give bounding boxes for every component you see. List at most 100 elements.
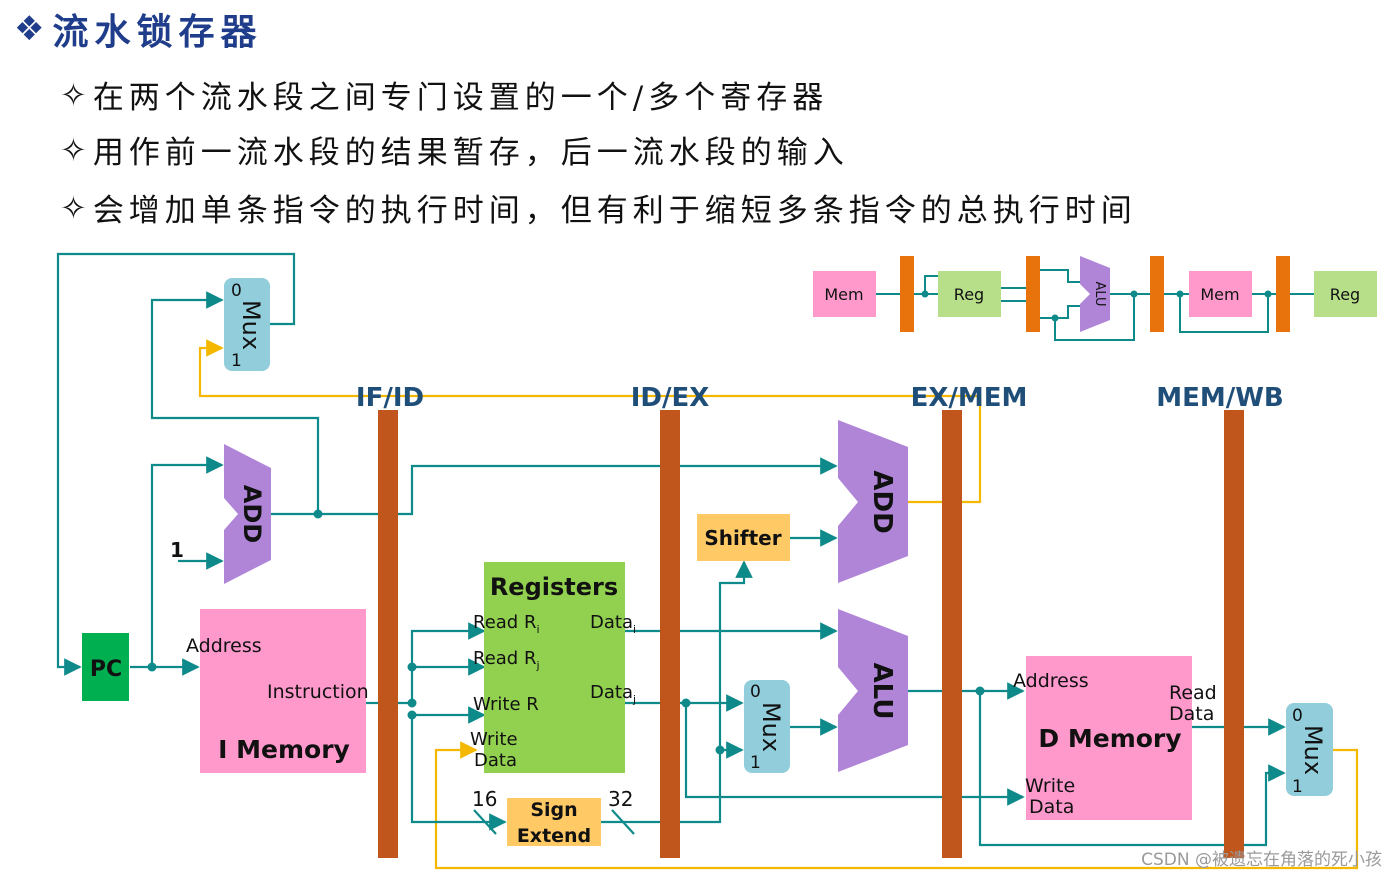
branch-adder — [838, 420, 908, 583]
bus-width-marks — [473, 809, 635, 835]
branch-adder-label: ADD — [867, 470, 897, 533]
stage-label-if-id: IF/ID — [356, 383, 424, 413]
wb-mux-zero: 0 — [1292, 706, 1303, 726]
sparkle-icon: ✧ — [60, 188, 87, 227]
registers-read-rj: Read Rj — [473, 648, 540, 672]
dmem-read-1: Read — [1169, 682, 1217, 704]
junctions — [147, 509, 985, 755]
inset-reg-2 — [1314, 271, 1377, 317]
shifter-block — [697, 514, 790, 561]
imem-instruction-label: Instruction — [267, 681, 369, 703]
inset-alu-label: ALU — [1092, 281, 1107, 306]
bullet-3: ✧会增加单条指令的执行时间，但有利于缩短多条指令的总执行时间 — [60, 185, 1137, 230]
wire-pc-to-add — [150, 456, 224, 667]
wire-add-feedback — [150, 291, 320, 514]
inset-mem-2 — [1189, 271, 1252, 317]
registers-write-r: Write R — [473, 694, 539, 715]
imem-block — [200, 609, 366, 773]
inset-reg-1-label: Reg — [954, 285, 984, 304]
imem-title: I Memory — [218, 735, 350, 764]
sign-in-bits: 16 — [472, 787, 497, 811]
wire-mux-to-pc — [56, 252, 296, 676]
inset-alu — [1080, 256, 1110, 332]
wire-bypass-to-mux — [1244, 764, 1286, 847]
registers-read-ri: Read Ri — [473, 612, 540, 636]
dmem-address-label: Address — [1013, 670, 1089, 692]
writeback-wire — [434, 741, 1359, 870]
inset-reg-2-label: Reg — [1330, 285, 1360, 304]
stage-labels: IF/ID ID/EX EX/MEM MEM/WB — [356, 383, 1284, 413]
wb-mux-one: 1 — [1292, 777, 1303, 797]
alu — [838, 609, 908, 772]
alu-label: ALU — [867, 663, 897, 720]
wire-alu-bypass — [978, 691, 1224, 847]
alu-mux — [744, 680, 790, 773]
sparkle-icon: ✧ — [60, 75, 87, 114]
stage-label-mem-wb: MEM/WB — [1156, 383, 1284, 413]
inset-latch-2 — [1026, 256, 1040, 332]
pc-label: PC — [90, 657, 122, 682]
control-wires — [198, 339, 1359, 870]
datapath-wires — [56, 252, 1286, 847]
pc-mux-zero: 0 — [231, 281, 242, 301]
dmem-write-1: Write — [1025, 775, 1075, 797]
heading: ❖ 流水锁存器 — [14, 4, 263, 54]
shifter-label: Shifter — [704, 526, 781, 550]
inset-mem-1-label: Mem — [824, 285, 863, 304]
pc-block — [82, 633, 129, 701]
imem-address-label: Address — [186, 635, 262, 657]
inset-reg-1 — [938, 271, 1001, 317]
bullet-1: ✧在两个流水段之间专门设置的一个/多个寄存器 — [60, 72, 828, 117]
wire-data-j-to-dmem — [684, 703, 1025, 806]
latch-ex-mem — [942, 410, 962, 858]
wire-to-sign-extend — [410, 715, 507, 831]
stage-label-ex-mem: EX/MEM — [911, 383, 1028, 413]
sign-extend-line1: Sign — [530, 799, 577, 821]
bullet-text: 会增加单条指令的执行时间，但有利于缩短多条指令的总执行时间 — [92, 193, 1137, 229]
page-title: 流水锁存器 — [52, 11, 263, 53]
wire-imm-up — [680, 560, 753, 824]
inset-mem-1 — [813, 271, 876, 317]
latches — [378, 410, 1244, 858]
registers-data-i: Datai — [590, 612, 636, 636]
bullet-text: 用作前一流水段的结果暂存，后一流水段的输入 — [92, 135, 849, 171]
const-one: 1 — [170, 538, 184, 562]
wb-mux-label: Mux — [1299, 725, 1327, 775]
wire-pc4-to-branch-add — [398, 457, 838, 516]
registers-title: Registers — [490, 573, 618, 601]
inset-latch-1 — [900, 256, 914, 332]
sign-extend-block — [507, 798, 601, 846]
pc-adder-label: ADD — [238, 485, 266, 543]
sparkle-icon: ✧ — [60, 130, 87, 169]
pc-mux-one: 1 — [231, 351, 242, 371]
pc-mux-label: Mux — [237, 300, 265, 350]
registers-data-j: Dataj — [590, 682, 636, 706]
inset-latch-3 — [1150, 256, 1164, 332]
bullet-2: ✧用作前一流水段的结果暂存，后一流水段的输入 — [60, 127, 849, 172]
registers-write-data-2: Data — [474, 750, 517, 771]
inset-latch-4 — [1276, 256, 1290, 332]
dmem-title: D Memory — [1038, 724, 1181, 753]
registers-write-data-1: Write — [470, 729, 518, 750]
inset-pipeline: Mem Reg ALU Mem Reg — [813, 256, 1377, 341]
latch-if-id — [378, 410, 398, 858]
sign-extend-line2: Extend — [517, 825, 591, 847]
dmem-write-2: Data — [1029, 796, 1074, 818]
watermark: CSDN @被遗忘在角落的死小孩 — [1141, 850, 1382, 870]
latch-id-ex — [660, 410, 680, 858]
registers-block — [484, 562, 625, 773]
pc-mux — [224, 278, 270, 371]
alu-mux-one: 1 — [750, 753, 761, 773]
latch-mem-wb — [1224, 410, 1244, 858]
heading-diamond-icon: ❖ — [14, 9, 45, 49]
alu-mux-label: Mux — [757, 702, 785, 752]
stage-label-id-ex: ID/EX — [631, 383, 710, 413]
dmem-block — [1026, 656, 1192, 820]
dmem-read-2: Data — [1169, 703, 1214, 725]
alu-mux-zero: 0 — [750, 682, 761, 702]
inset-mem-2-label: Mem — [1200, 285, 1239, 304]
bullet-text: 在两个流水段之间专门设置的一个/多个寄存器 — [92, 80, 829, 116]
pc-adder — [224, 444, 271, 584]
wb-mux — [1286, 703, 1333, 796]
